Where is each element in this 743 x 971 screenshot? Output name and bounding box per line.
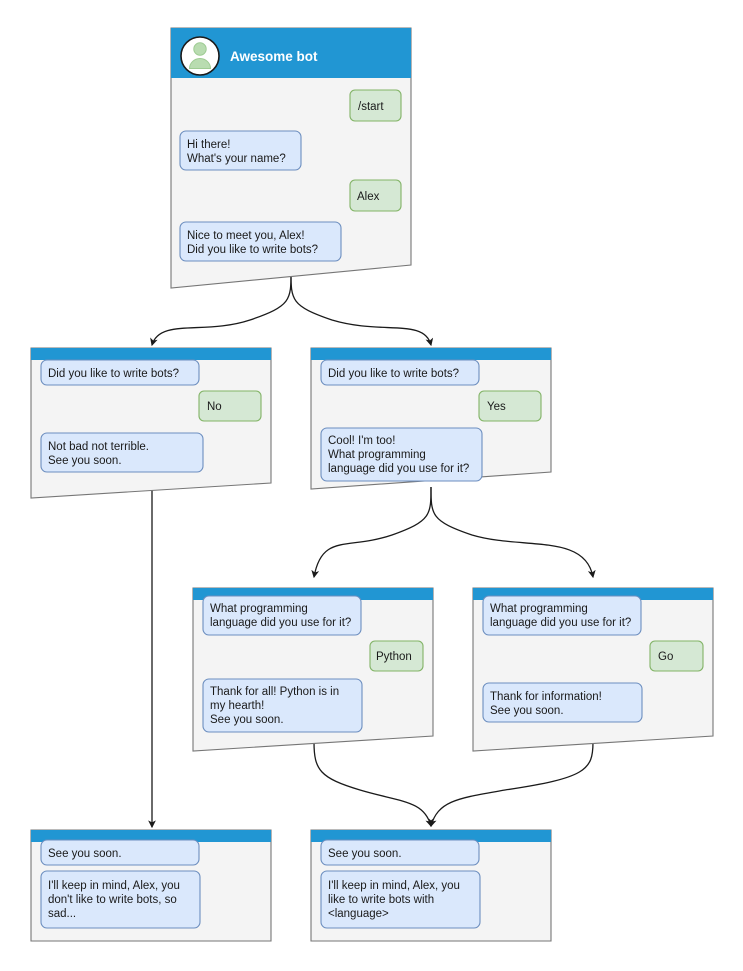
bubble-line: Did you like to write bots? bbox=[328, 368, 459, 380]
edge-go-to-end-yes bbox=[428, 741, 594, 828]
edge-python-to-end-yes bbox=[313, 741, 434, 828]
message-bubble-user: Alex bbox=[349, 179, 402, 212]
bubble-line: Alex bbox=[357, 191, 380, 203]
node-root[interactable]: Awesome bot /start Hi there! What's your… bbox=[170, 27, 412, 289]
bubble-line: No bbox=[207, 401, 222, 413]
bubble-line: sad... bbox=[48, 908, 76, 920]
bubble-line: Did you like to write bots? bbox=[187, 244, 318, 256]
node-python-branch[interactable]: What programming language did you use fo… bbox=[192, 587, 434, 752]
bubble-line: I'll keep in mind, Alex, you bbox=[48, 880, 180, 892]
message-bubble-user: No bbox=[198, 390, 262, 422]
node-yes-branch-header-bar bbox=[311, 348, 551, 360]
bubble-line: language did you use for it? bbox=[328, 463, 469, 475]
bubble-line: don't like to write bots, so bbox=[48, 894, 177, 906]
bubble-line: language did you use for it? bbox=[490, 617, 631, 629]
message-bubble-user: Go bbox=[649, 640, 704, 672]
message-bubble-bot: What programming language did you use fo… bbox=[482, 595, 642, 636]
message-bubble-bot: I'll keep in mind, Alex, you like to wri… bbox=[320, 870, 481, 929]
bubble-line: What programming bbox=[328, 449, 426, 461]
bubble-line: See you soon. bbox=[490, 705, 564, 717]
bubble-line: What's your name? bbox=[187, 153, 286, 165]
edge-yes-to-go bbox=[430, 486, 596, 579]
node-end-no-header-bar bbox=[31, 830, 271, 842]
node-end-no[interactable]: See you soon. I'll keep in mind, Alex, y… bbox=[30, 829, 272, 942]
bubble-line: /start bbox=[358, 101, 384, 113]
bubble-line: See you soon. bbox=[48, 848, 122, 860]
bubble-line: Did you like to write bots? bbox=[48, 368, 179, 380]
message-bubble-bot: I'll keep in mind, Alex, you don't like … bbox=[40, 870, 201, 929]
message-bubble-bot: What programming language did you use fo… bbox=[202, 595, 362, 636]
message-bubble-user: /start bbox=[349, 89, 402, 122]
bubble-line: Thank for information! bbox=[490, 691, 602, 703]
message-bubble-bot: See you soon. bbox=[40, 839, 200, 866]
edge-root-to-no bbox=[150, 271, 292, 347]
node-no-branch-header-bar bbox=[31, 348, 271, 360]
bubble-line: Not bad not terrible. bbox=[48, 441, 149, 453]
node-go-branch[interactable]: What programming language did you use fo… bbox=[472, 587, 714, 752]
bubble-line: Python bbox=[376, 651, 412, 663]
bubble-line: What programming bbox=[490, 603, 588, 615]
bubble-line: See you soon. bbox=[48, 455, 122, 467]
message-bubble-bot: Not bad not terrible. See you soon. bbox=[40, 432, 204, 473]
message-bubble-bot: Did you like to write bots? bbox=[320, 359, 480, 386]
node-yes-branch[interactable]: Did you like to write bots? Yes Cool! I'… bbox=[310, 347, 552, 490]
node-no-branch[interactable]: Did you like to write bots? No Not bad n… bbox=[30, 347, 272, 499]
message-bubble-user: Yes bbox=[478, 390, 542, 422]
bubble-line: See you soon. bbox=[210, 714, 284, 726]
user-avatar-icon bbox=[180, 36, 220, 76]
edge-root-to-yes bbox=[290, 271, 434, 347]
node-root-title: Awesome bot bbox=[230, 49, 318, 64]
message-bubble-bot: Thank for all! Python is in my hearth! S… bbox=[202, 678, 363, 733]
edge-yes-to-python bbox=[311, 486, 432, 579]
message-bubble-bot: See you soon. bbox=[320, 839, 480, 866]
bubble-line: Yes bbox=[487, 401, 506, 413]
bubble-line: I'll keep in mind, Alex, you bbox=[328, 880, 460, 892]
message-bubble-bot: Did you like to write bots? bbox=[40, 359, 200, 386]
bubble-line: See you soon. bbox=[328, 848, 402, 860]
bubble-line: Cool! I'm too! bbox=[328, 435, 395, 447]
bubble-line: Nice to meet you, Alex! bbox=[187, 230, 305, 242]
bubble-line: Thank for all! Python is in bbox=[210, 686, 339, 698]
bubble-line: language did you use for it? bbox=[210, 617, 351, 629]
message-bubble-bot: Cool! I'm too! What programming language… bbox=[320, 427, 483, 482]
bubble-line: Go bbox=[658, 651, 673, 663]
bubble-line: like to write bots with bbox=[328, 894, 434, 906]
bubble-line: my hearth! bbox=[210, 700, 264, 712]
message-bubble-user: Python bbox=[369, 640, 424, 672]
bubble-line: What programming bbox=[210, 603, 308, 615]
message-bubble-bot: Thank for information! See you soon. bbox=[482, 682, 643, 723]
node-end-yes[interactable]: See you soon. I'll keep in mind, Alex, y… bbox=[310, 829, 552, 942]
bubble-line: <language> bbox=[328, 908, 389, 920]
message-bubble-bot: Hi there! What's your name? bbox=[179, 130, 302, 171]
node-end-yes-header-bar bbox=[311, 830, 551, 842]
connectors bbox=[148, 271, 596, 829]
message-bubble-bot: Nice to meet you, Alex! Did you like to … bbox=[179, 221, 342, 262]
bubble-line: Hi there! bbox=[187, 139, 230, 151]
